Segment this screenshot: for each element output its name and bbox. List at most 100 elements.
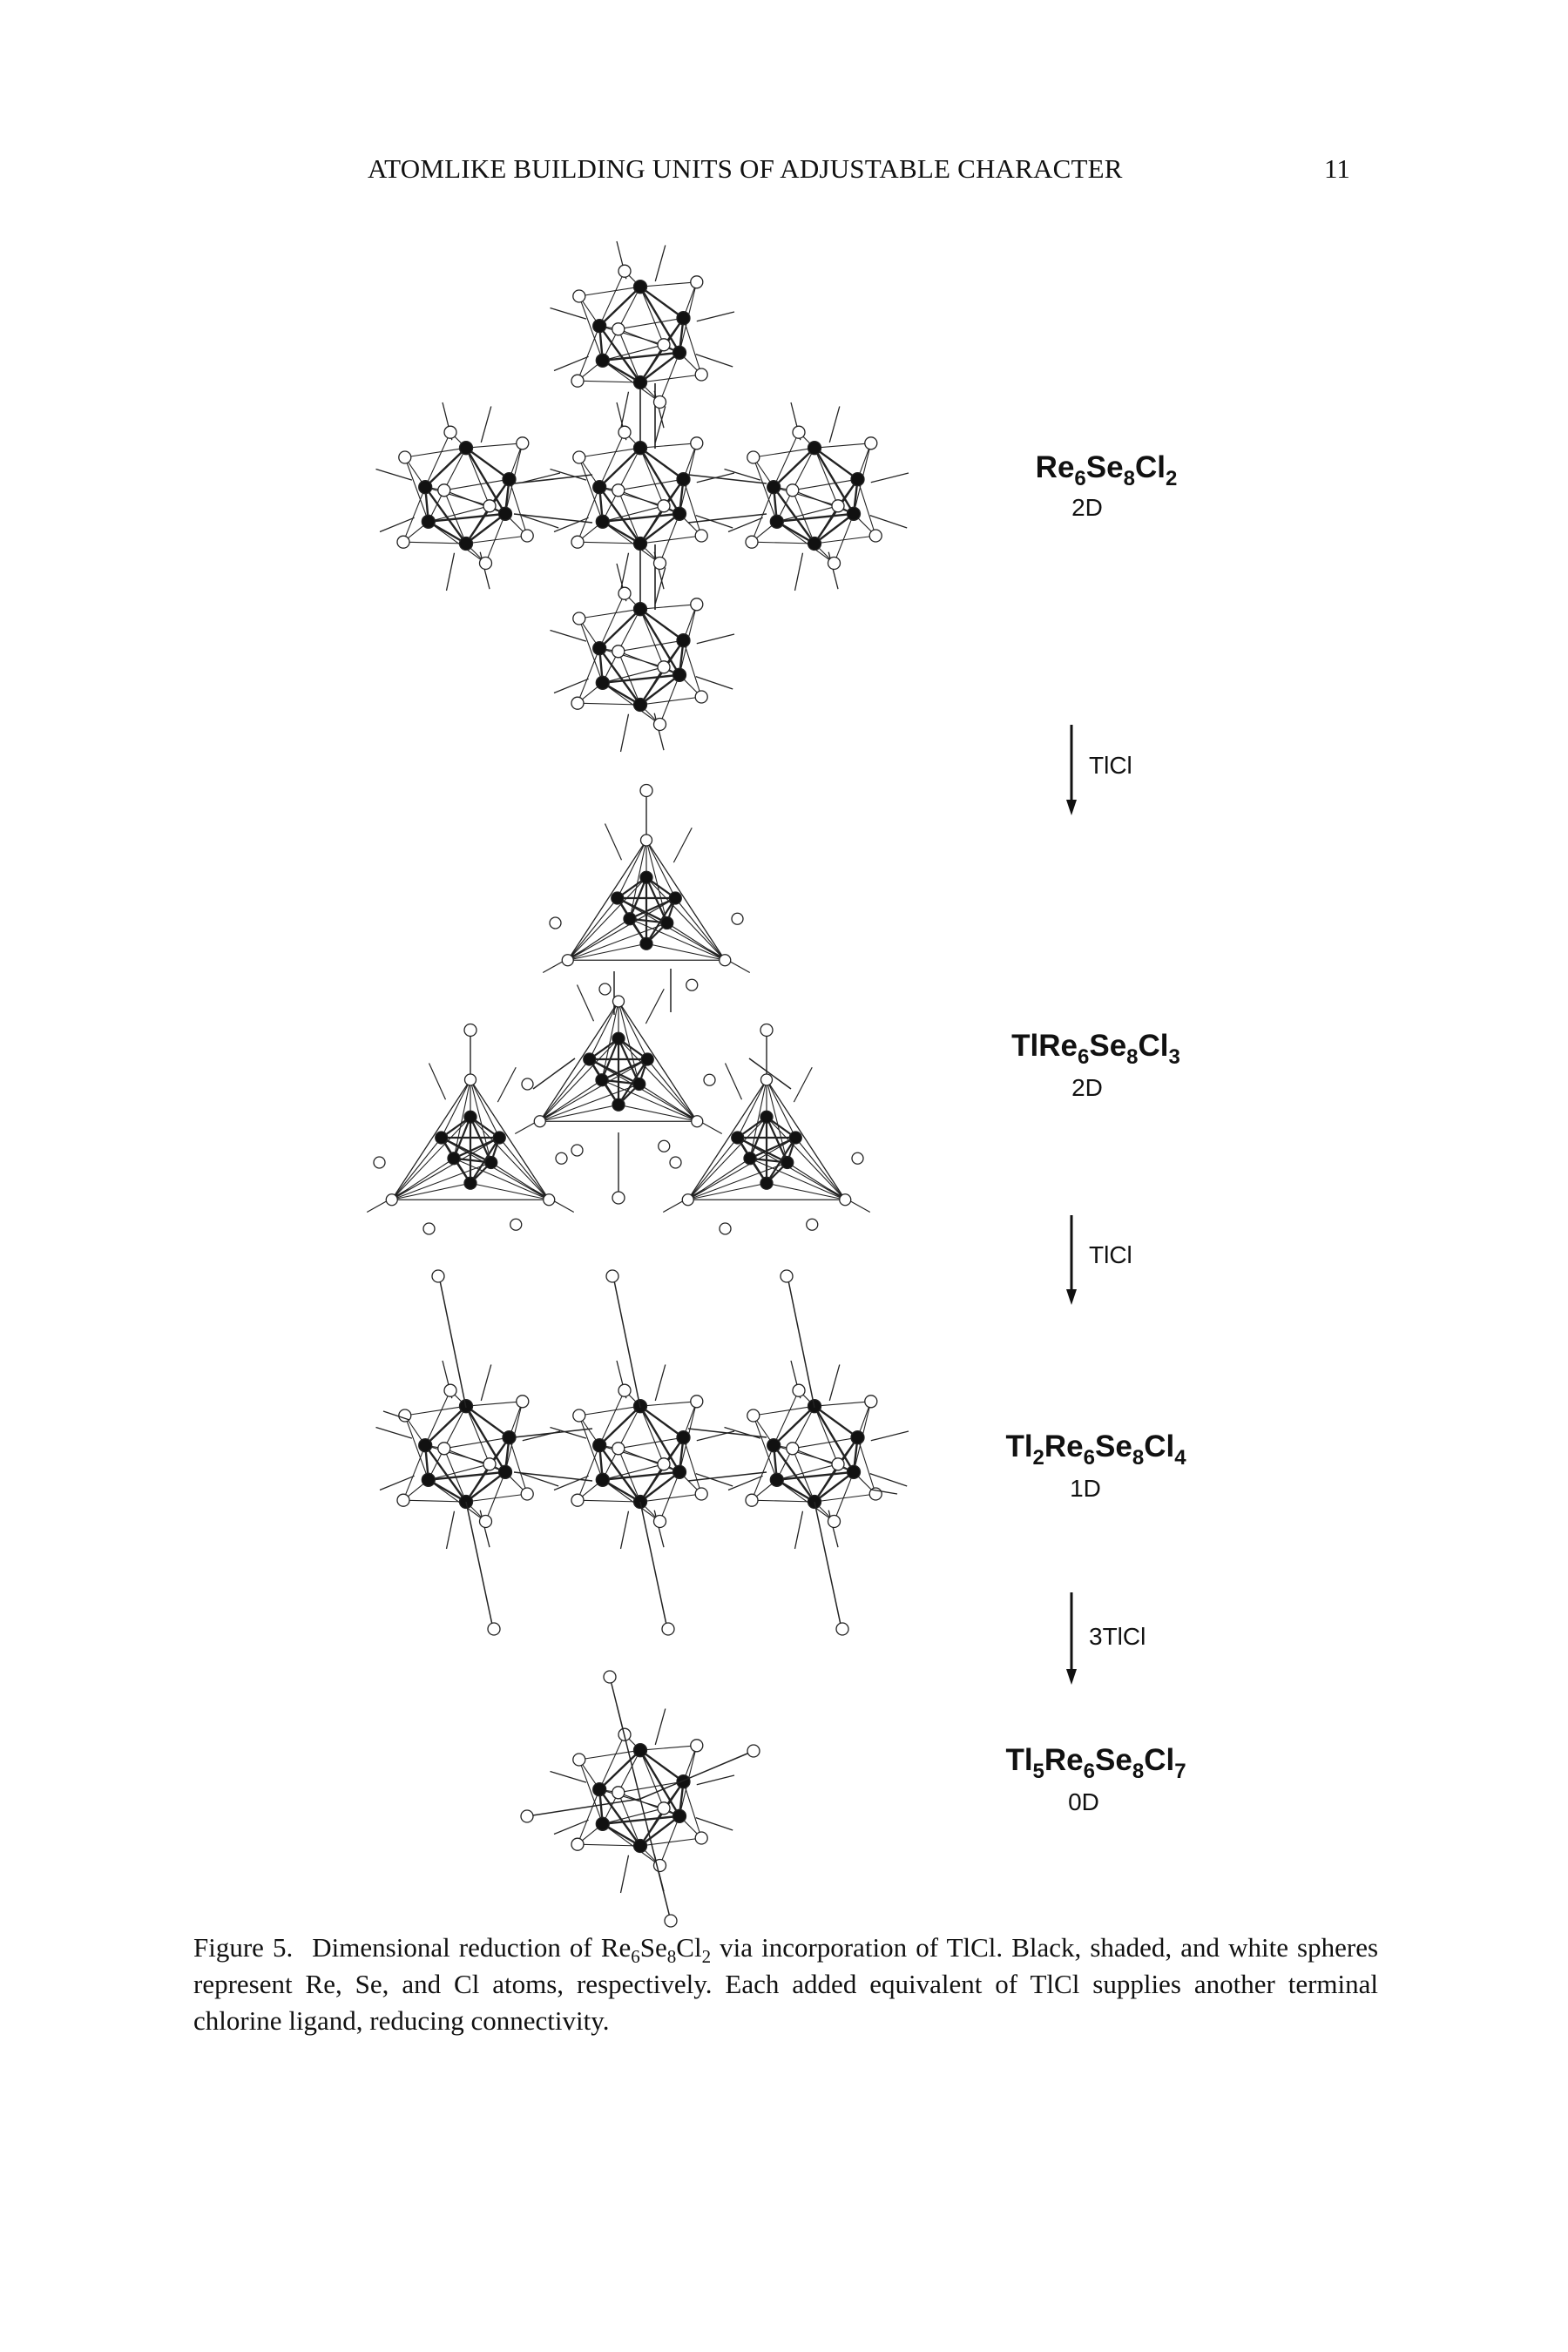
caption-sub-2: 8 [666,1946,677,1968]
compound-label-tl5re6se8cl7: Tl5Re6Se8Cl7 0D [1005,1743,1186,1815]
se-atom [572,1409,586,1423]
se-atom [657,660,671,674]
caption-sub-3: 2 [701,1946,712,1968]
se-atom [827,556,841,571]
se-atom [612,322,625,336]
cl-atom [612,1191,625,1205]
re-atom [672,506,687,521]
se-atom [652,717,667,732]
re-atom [767,1438,781,1453]
re-atom [639,936,653,950]
re-atom [672,667,687,682]
se-atom [806,1218,819,1231]
re-atom [850,472,865,487]
se-atom [618,586,632,600]
figure-caption: Figure 5.Dimensional reduction of Re6Se8… [193,1930,1378,2039]
se-atom [612,995,625,1008]
caption-text-4: via incorporation of TlCl. Black, shaded… [193,1932,1379,2036]
caption-text-2: Se [639,1932,667,1963]
cl-atom [661,1622,675,1636]
re-atom [592,319,607,334]
se-atom [639,834,653,847]
re-atom [418,480,433,495]
cl-atom [664,1914,678,1928]
se-atom [572,289,586,303]
se-atom [745,535,759,549]
se-atom [443,425,457,439]
cluster-r1-3 [724,402,909,591]
reaction-arrow-1: TlCl [1066,725,1132,815]
reaction-arrow-2: TlCl [1066,1215,1132,1305]
se-atom [561,954,574,967]
se-atom [483,499,497,513]
re-atom [807,441,822,456]
re-atom [421,1472,436,1487]
cluster-r2-3 [662,1023,871,1235]
re-atom [668,891,682,905]
re-atom [583,1052,597,1066]
se-atom [618,1383,632,1397]
se-atom [510,1218,523,1231]
se-atom [483,1457,497,1471]
se-atom [868,529,882,543]
se-atom [681,1193,694,1206]
se-atom [731,912,744,925]
re-atom [632,602,648,617]
caption-label: Figure 5. [193,1932,294,1963]
cluster-r1-1 [375,402,561,591]
re-atom [640,1052,654,1066]
cluster-r2-1 [514,984,723,1157]
se-atom [669,1156,682,1169]
se-atom [831,499,845,513]
re-atom [484,1155,498,1170]
re-atom [632,441,648,456]
re-atom [632,1838,648,1854]
se-atom [703,1073,716,1086]
re-atom [788,1131,802,1145]
re-atom [612,1098,625,1112]
cluster-r3-0 [375,1360,561,1550]
re-atom [592,641,607,656]
se-atom [398,450,412,464]
re-atom [421,514,436,529]
se-atom [396,535,410,549]
se-atom [839,1193,852,1206]
se-atom [652,395,667,409]
re-atom [672,345,687,360]
se-atom [652,556,667,571]
se-atom [618,264,632,278]
re-atom [612,1031,625,1045]
se-atom [437,483,451,497]
se-atom [555,1152,568,1165]
se-atom [694,368,708,382]
caption-text-1: Dimensional reduction of Re [312,1932,632,1963]
se-atom [851,1152,864,1165]
re-atom [497,1464,513,1479]
se-atom [516,1395,530,1409]
se-atom [520,1487,534,1501]
se-atom [747,450,760,464]
re-atom [672,1464,687,1479]
se-atom [572,450,586,464]
re-atom [632,536,648,551]
dimensionality-2: 1D [1070,1475,1101,1502]
re-atom [632,375,648,390]
se-atom [686,978,699,991]
se-atom [571,696,585,710]
re-atom [418,1438,433,1453]
se-atom [533,1115,546,1128]
se-atom [612,645,625,659]
se-atom [618,425,632,439]
reagent-label-3: 3TlCl [1089,1623,1146,1650]
re-atom [592,480,607,495]
se-atom [831,1457,845,1471]
cluster-r3-2 [724,1360,909,1550]
cl-atom [747,1744,760,1758]
cluster-structures [366,240,909,1928]
se-atom [690,275,704,289]
re-atom [632,1743,648,1758]
cl-atom [487,1622,501,1636]
cluster-r1-4 [550,563,735,753]
se-atom [478,1514,493,1529]
